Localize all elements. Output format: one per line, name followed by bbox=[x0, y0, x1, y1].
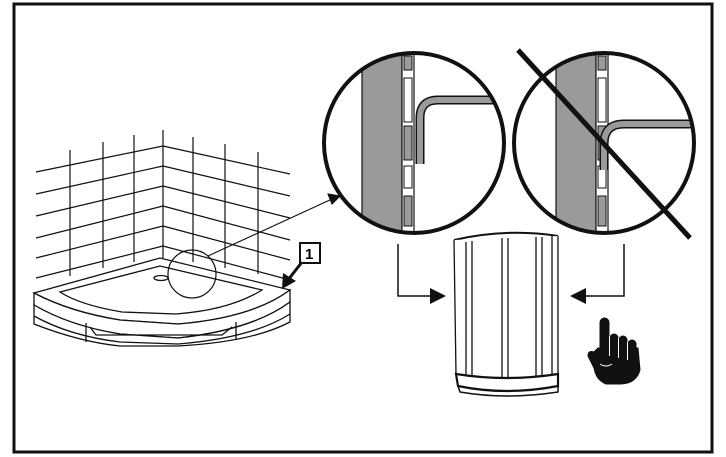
leader-arrow bbox=[207, 193, 342, 257]
magnifier-circle-incorrect bbox=[512, 48, 696, 240]
tray-pointer-arrow bbox=[282, 261, 304, 289]
wall-tiles bbox=[35, 130, 291, 281]
callout-number: 1 bbox=[305, 246, 313, 263]
arrow-correct-to-enclosure bbox=[397, 244, 446, 304]
shower-enclosure bbox=[453, 231, 560, 397]
pointing-hand-icon bbox=[587, 317, 641, 385]
callout-number-box bbox=[299, 242, 321, 264]
magnifier-circle-correct bbox=[322, 51, 506, 235]
wrong-strike-line bbox=[516, 48, 692, 240]
arrow-incorrect-to-enclosure bbox=[570, 244, 625, 304]
shower-tray bbox=[32, 257, 292, 347]
frame-border bbox=[12, 2, 714, 454]
detail-callout-circle bbox=[167, 249, 217, 299]
